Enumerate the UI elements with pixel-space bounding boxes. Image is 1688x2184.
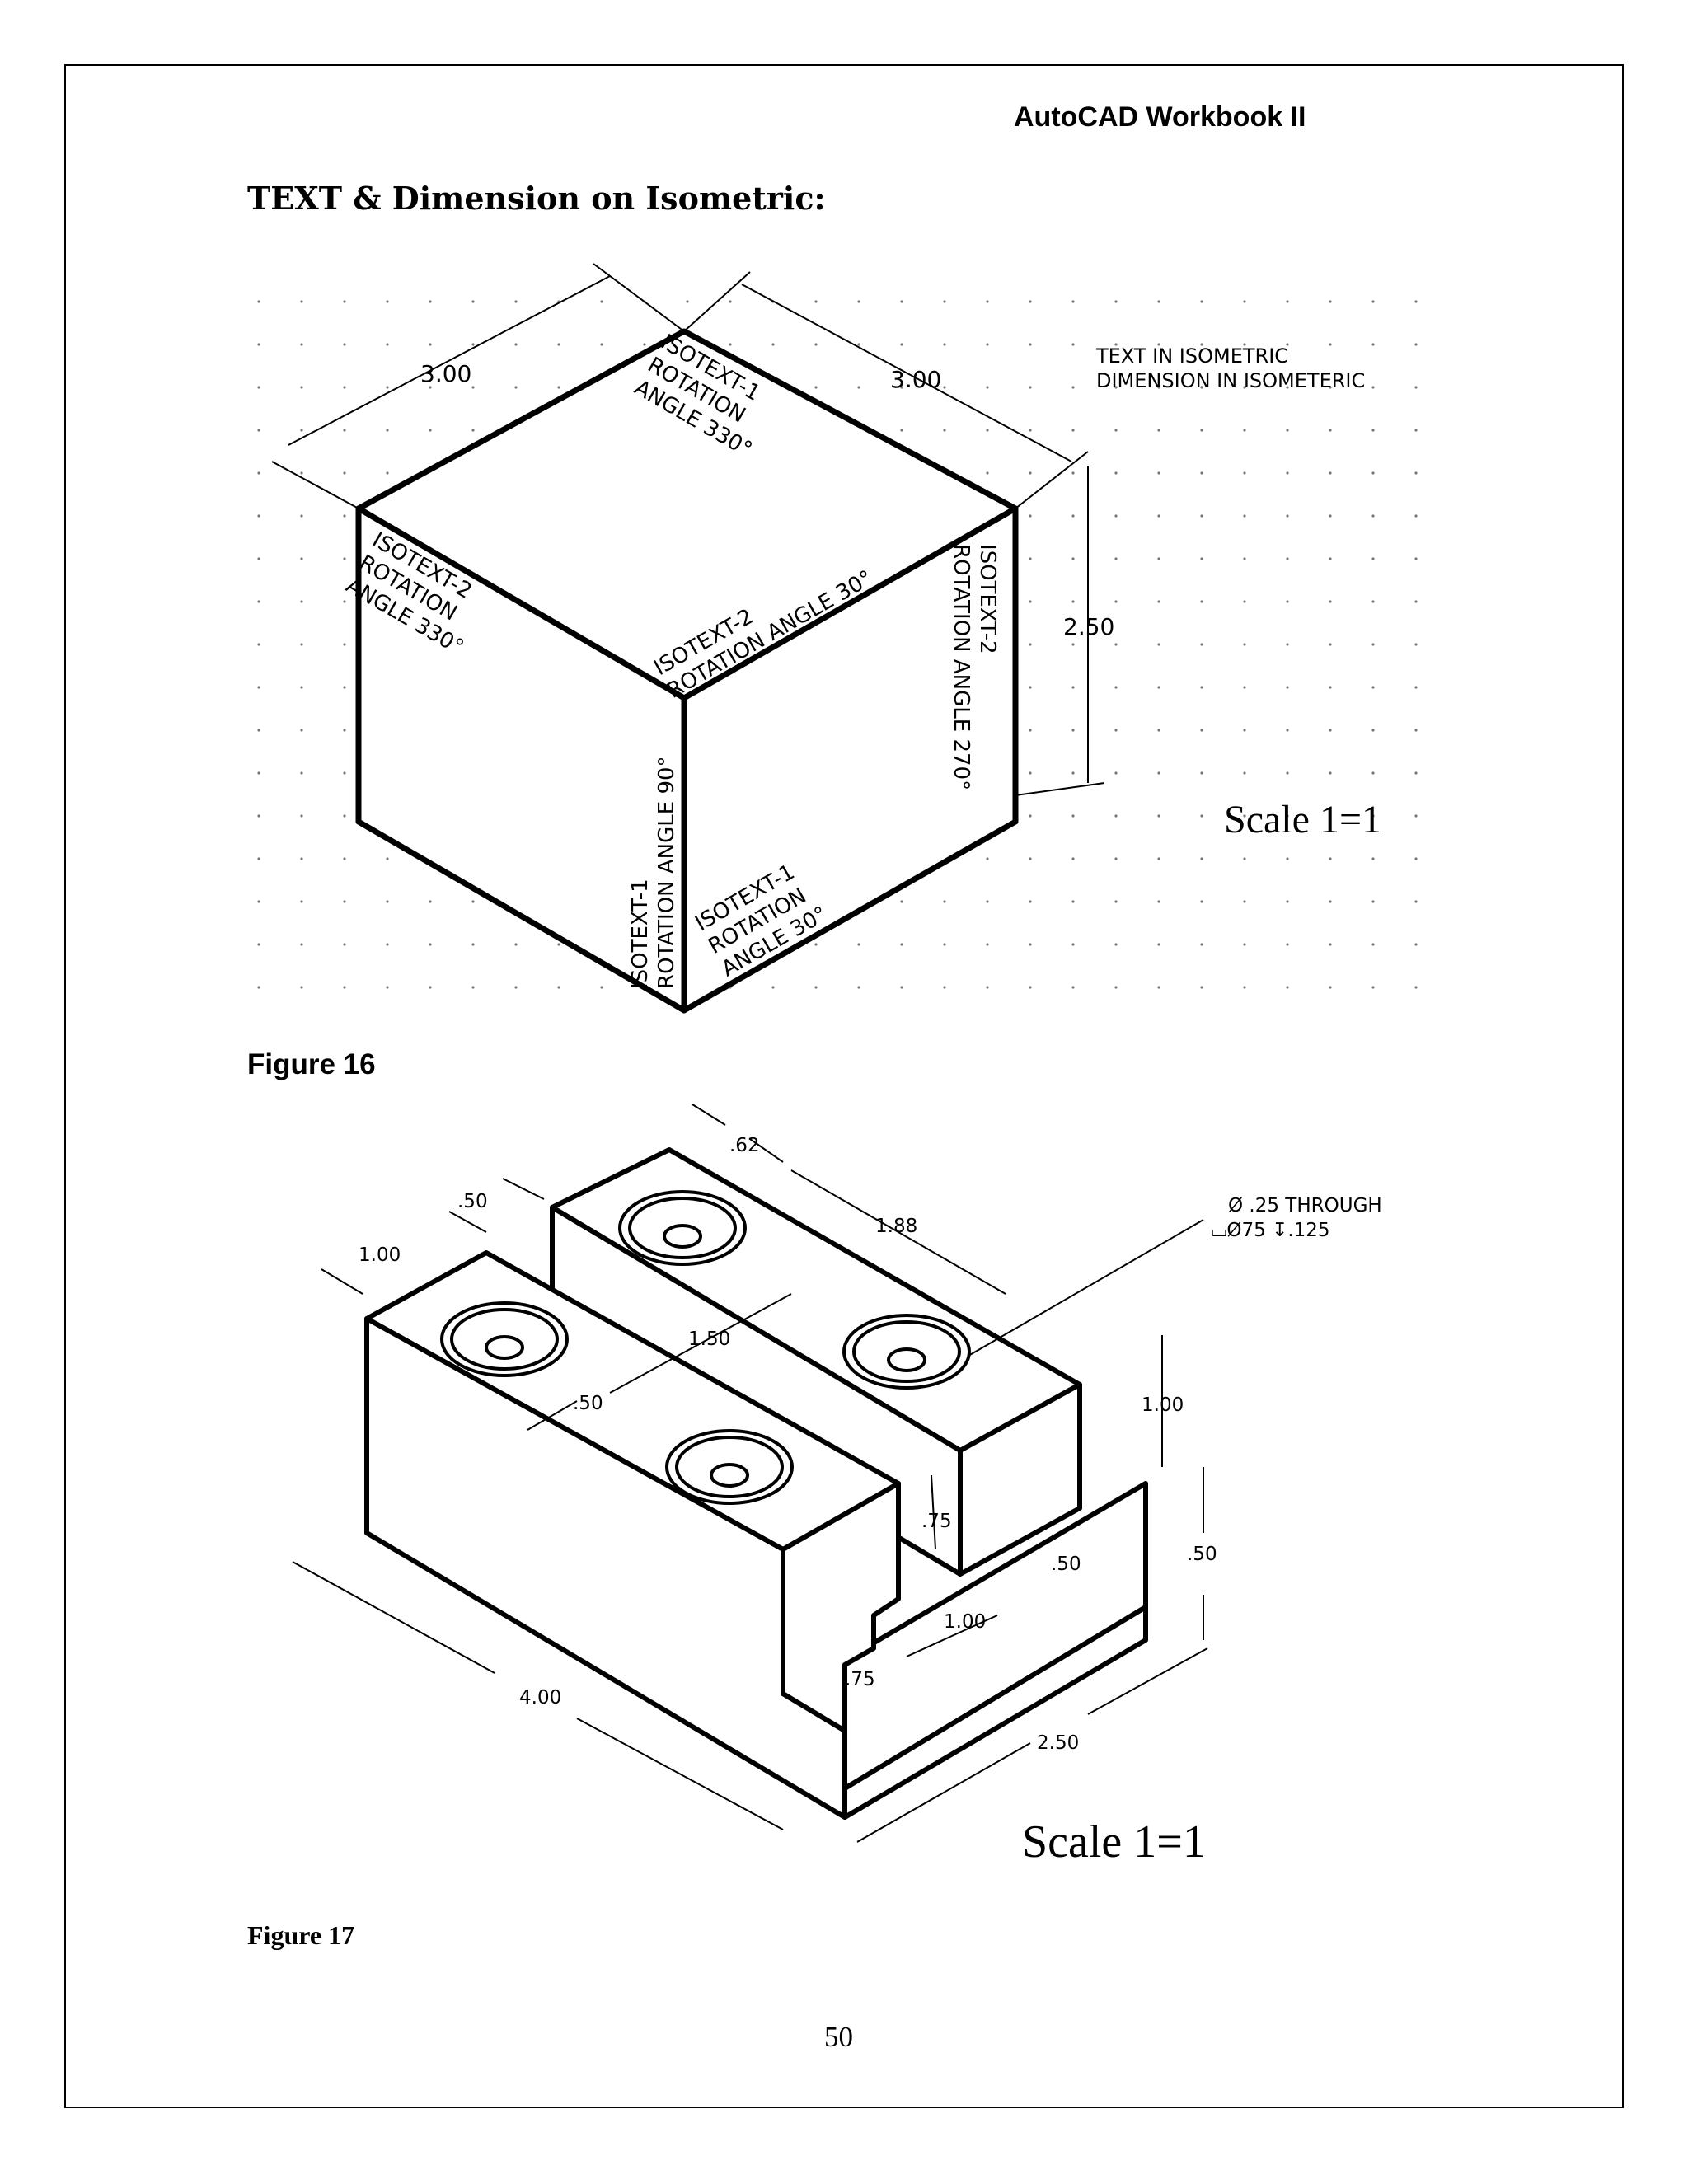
page-number: 50 — [824, 2021, 853, 2053]
cube-dimension-lines — [271, 263, 1105, 796]
svg-text:ROTATION ANGLE 270°: ROTATION ANGLE 270° — [949, 544, 973, 790]
isometric-block — [364, 1147, 1148, 1820]
note-dimension-isometric: DIMENSION IN ISOMETERIC — [1096, 369, 1365, 392]
dim-050-top: .50 — [457, 1191, 488, 1212]
hole-callout-line1: Ø .25 THROUGH — [1228, 1195, 1382, 1216]
svg-text:ISOTEXT-1: ISOTEXT-1 — [628, 879, 653, 989]
left-face-lower-text: ISOTEXT-1 ROTATION ANGLE 90° — [628, 756, 679, 989]
figure-17-drawing: .62 .50 1.00 1.88 1.50 .50 1.00 .75 .50 … — [292, 1104, 1382, 1868]
page-border — [64, 64, 1624, 2108]
dim-062: .62 — [729, 1135, 760, 1156]
dim-height: 2.50 — [1063, 613, 1114, 640]
dim-050-step: .50 — [1051, 1554, 1081, 1575]
dim-250: 2.50 — [1037, 1732, 1079, 1754]
note-text-isometric: TEXT IN ISOMETRIC — [1095, 344, 1288, 368]
dim-100-height: 1.00 — [1142, 1394, 1184, 1416]
figure16-scale: Scale 1=1 — [1224, 798, 1381, 841]
dim-100-left: 1.00 — [359, 1244, 401, 1266]
dim-050-mid: .50 — [573, 1393, 603, 1414]
isometric-cube — [355, 328, 1019, 1014]
dim-050-base: .50 — [1187, 1544, 1217, 1565]
svg-text:ISOTEXT-2: ISOTEXT-2 — [975, 544, 1000, 654]
dim-100-slot: 1.00 — [944, 1611, 986, 1633]
figure-16-caption: Figure 16 — [247, 1048, 376, 1080]
dim-075-base: .75 — [845, 1669, 875, 1690]
dim-top-right: 3.00 — [890, 366, 941, 393]
figure17-scale: Scale 1=1 — [1022, 1816, 1206, 1868]
running-header: AutoCAD Workbook II — [1014, 101, 1306, 133]
dim-075-step: .75 — [921, 1511, 952, 1532]
dim-top-left: 3.00 — [420, 360, 471, 387]
section-title: TEXT & Dimension on Isometric: — [247, 180, 826, 217]
right-face-vertical-text: ISOTEXT-2 ROTATION ANGLE 270° — [949, 544, 1000, 790]
dim-400: 4.00 — [519, 1687, 561, 1708]
dim-150: 1.50 — [688, 1329, 730, 1350]
hole-callout-line2: ⌴Ø75 ↧.125 — [1212, 1220, 1330, 1241]
figure-16-drawing: 3.00 3.00 2.50 TEXT IN ISOMETRIC DIMENSI… — [247, 263, 1434, 1022]
dim-188: 1.88 — [875, 1216, 917, 1237]
block-dimension-lines — [292, 1104, 1208, 1843]
figure-17-caption: Figure 17 — [247, 1920, 355, 1950]
counterbore-holes — [440, 1190, 971, 1505]
svg-text:ROTATION ANGLE 90°: ROTATION ANGLE 90° — [654, 756, 679, 989]
